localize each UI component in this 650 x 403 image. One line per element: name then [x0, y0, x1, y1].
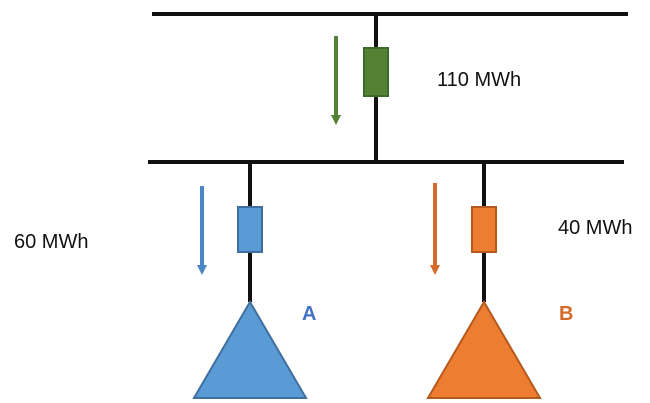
load-a-label: A — [302, 303, 317, 325]
branch-a-meter-box — [237, 206, 263, 253]
main-flow-label: 110 MWh — [437, 69, 522, 91]
load-b-label: B — [559, 303, 574, 325]
branch-a-flow-label: 60 MWh — [14, 231, 89, 253]
branch-b-flow-label: 40 MWh — [558, 217, 633, 239]
load-a-triangle-icon — [192, 300, 308, 399]
load-b-triangle-icon — [426, 300, 542, 399]
branch-b-meter-box — [471, 206, 497, 253]
main-meter-box — [363, 47, 389, 97]
